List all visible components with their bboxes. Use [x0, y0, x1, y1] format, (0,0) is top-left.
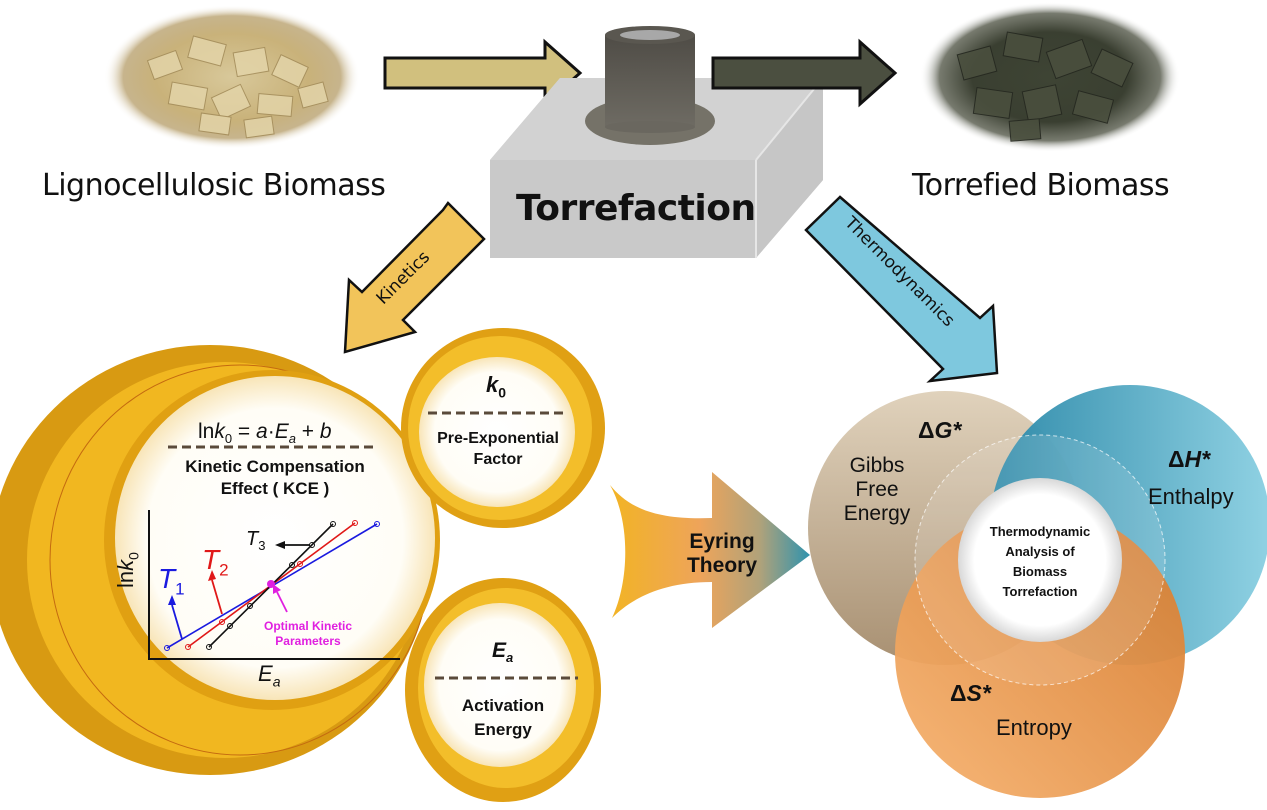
k0-label: Pre-Exponential Factor: [418, 428, 578, 470]
y-label-sub: 0: [125, 552, 142, 560]
torrefaction-label: Torrefaction: [516, 188, 756, 229]
enthalpy-symbol: ΔH*: [1168, 446, 1210, 473]
entropy-S: S: [966, 680, 982, 706]
torrefied-biomass-image: [920, 2, 1180, 152]
eq-equals: =: [232, 420, 257, 443]
eq-k: k: [214, 420, 225, 443]
series-markers: [164, 520, 380, 651]
furnace-chimney-icon: [585, 26, 715, 145]
k0-label-line1: Pre-Exponential: [437, 430, 559, 447]
t1-name: T: [158, 563, 176, 594]
kce-ring: [0, 345, 440, 775]
thermodynamics-arrow: [804, 195, 999, 383]
eyring-theory-arrow: [610, 472, 810, 628]
torrefaction-reactor: [490, 26, 824, 258]
eyring-line1: Eyring: [689, 530, 755, 553]
t2-sub: 2: [219, 560, 229, 580]
ea-label: Activation Energy: [423, 694, 583, 742]
eq-E: E: [274, 420, 289, 443]
eyring-line2: Theory: [686, 554, 757, 577]
y-label-ln: ln: [113, 570, 138, 588]
plot-y-label: lnk0: [113, 552, 141, 588]
entropy-label: Entropy: [996, 715, 1072, 740]
ea-sub: a: [506, 650, 514, 666]
kce-title-line2: Effect ( KCE ): [220, 479, 330, 498]
series-label-t1: T1: [158, 563, 185, 600]
t2-name: T: [202, 544, 220, 575]
t3-name: T: [246, 528, 259, 550]
series-label-t2: T2: [202, 544, 229, 581]
k0-symbol: k0: [486, 372, 506, 400]
k0-sub: 0: [498, 384, 507, 401]
gibbs-G: G: [934, 417, 953, 443]
ea-ring: [405, 578, 601, 802]
ea-label-line1: Activation: [461, 696, 545, 715]
enthalpy-star: *: [1201, 446, 1211, 472]
center-line2: Analysis of: [1005, 544, 1075, 559]
thermo-venn: [808, 385, 1267, 798]
eq-ln: ln: [198, 420, 215, 443]
center-line1: Thermodynamic: [989, 524, 1091, 539]
enthalpy-delta: Δ: [1168, 446, 1185, 472]
entropy-star: *: [981, 680, 991, 706]
series-label-t3: T3: [246, 528, 265, 553]
gibbs-symbol: ΔG*: [918, 417, 961, 444]
eq-b: b: [319, 420, 332, 443]
y-label-k: k: [113, 559, 138, 571]
plot-x-label: Ea: [258, 661, 280, 689]
kce-title-line1: Kinetic Compensation: [185, 457, 365, 476]
gibbs-line1: Gibbs: [849, 454, 905, 477]
eq-plus: +: [295, 420, 320, 443]
gibbs-delta: Δ: [918, 417, 935, 443]
ea-label-line2: Energy: [474, 720, 532, 739]
center-circle: [958, 478, 1122, 642]
t1-sub: 1: [175, 579, 185, 599]
x-label-sub: a: [272, 673, 281, 690]
torrefied-biomass-label: Torrefied Biomass: [912, 168, 1170, 203]
entropy-symbol: ΔS*: [950, 680, 991, 707]
center-line4: Torrefaction: [1002, 584, 1078, 599]
enthalpy-label: Enthalpy: [1148, 484, 1234, 509]
kce-equation: lnk0 = a·Ea + b: [198, 420, 332, 446]
annotation-line2: Parameters: [275, 634, 341, 648]
eq-a: a: [256, 420, 268, 443]
eq-dot: ·: [267, 420, 275, 443]
enthalpy-H: H: [1184, 446, 1202, 472]
ea-E: E: [492, 639, 507, 662]
ea-symbol: Ea: [492, 639, 513, 665]
kce-title: Kinetic Compensation Effect ( KCE ): [150, 456, 400, 500]
annotation-line1: Optimal Kinetic: [263, 619, 352, 633]
thermo-center-label: Thermodynamic Analysis of Biomass Torref…: [960, 522, 1120, 602]
k0-k: k: [486, 372, 499, 397]
entropy-delta: Δ: [950, 680, 967, 706]
kce-plot: [148, 510, 400, 660]
optimal-annotation: Optimal Kinetic Parameters: [238, 619, 378, 649]
arrow-to-torrefied-biomass: [711, 38, 898, 108]
eyring-label: Eyring Theory: [672, 530, 772, 578]
k0-label-line2: Factor: [473, 451, 523, 468]
kinetics-arrow: [343, 201, 486, 354]
raw-biomass-label: Lignocellulosic Biomass: [42, 168, 386, 203]
gibbs-line2: Free: [855, 478, 899, 501]
x-label-E: E: [258, 661, 273, 686]
center-line3: Biomass: [1012, 564, 1068, 579]
gibbs-line3: Energy: [843, 502, 911, 525]
t3-sub: 3: [258, 538, 266, 553]
eq-k-sub: 0: [224, 431, 233, 447]
raw-biomass-image: [104, 5, 360, 149]
gibbs-star: *: [952, 417, 962, 443]
k0-ring: [401, 328, 605, 528]
gibbs-label: Gibbs Free Energy: [822, 454, 932, 526]
eq-E-sub: a: [288, 431, 296, 447]
